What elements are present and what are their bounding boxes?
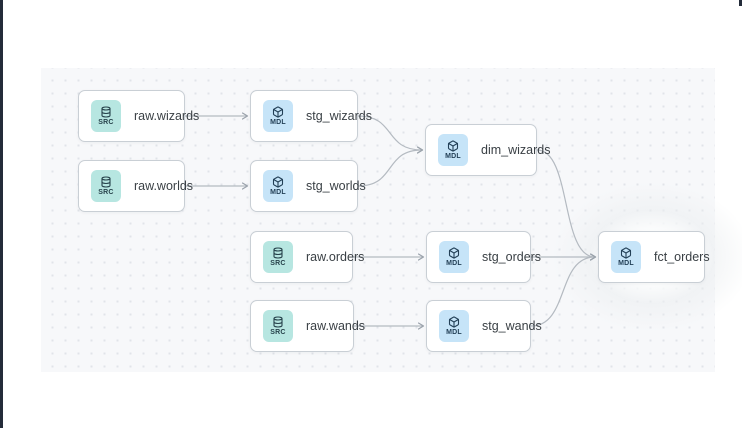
graph-node-dim-wizards[interactable]: MDL dim_wizards [425, 124, 550, 176]
cube-icon [272, 105, 284, 118]
cube-icon [620, 246, 632, 259]
node-type-badge: SRC [91, 100, 121, 132]
edge-stg-wands-to-fct-orders [530, 257, 595, 327]
node-type-badge: MDL [263, 100, 293, 132]
node-type-label: MDL [445, 152, 461, 160]
node-name-label: stg_wizards [306, 109, 372, 123]
node-type-label: SRC [98, 118, 114, 126]
edge-dim-wizards-to-fct-orders [536, 149, 595, 257]
graph-node-raw-worlds[interactable]: SRC raw.worlds [78, 160, 193, 212]
edge-stg-worlds-to-dim-wizards [357, 150, 422, 187]
node-type-badge: MDL [611, 241, 641, 273]
node-type-badge: MDL [439, 310, 469, 342]
node-name-label: stg_orders [482, 250, 542, 264]
window-left-edge [0, 0, 3, 428]
node-type-badge: SRC [263, 310, 293, 342]
graph-node-raw-wands[interactable]: SRC raw.wands [250, 300, 365, 352]
node-type-label: SRC [270, 328, 286, 336]
node-type-badge: MDL [438, 134, 468, 166]
node-name-label: raw.wizards [134, 109, 200, 123]
database-icon [100, 175, 112, 188]
node-type-label: SRC [270, 259, 286, 267]
node-name-label: fct_orders [654, 250, 710, 264]
graph-node-stg-orders[interactable]: MDL stg_orders [426, 231, 541, 283]
node-name-label: raw.orders [306, 250, 365, 264]
node-name-label: stg_worlds [306, 179, 366, 193]
node-name-label: raw.wands [306, 319, 366, 333]
node-type-badge: MDL [263, 170, 293, 202]
graph-node-stg-wizards[interactable]: MDL stg_wizards [250, 90, 372, 142]
window-corner-speck [739, 0, 742, 6]
graph-node-raw-wizards[interactable]: SRC raw.wizards [78, 90, 199, 142]
cube-icon [448, 246, 460, 259]
node-type-label: MDL [270, 118, 286, 126]
node-type-badge: SRC [263, 241, 293, 273]
database-icon [272, 246, 284, 259]
node-type-label: MDL [446, 259, 462, 267]
node-type-badge: SRC [91, 170, 121, 202]
database-icon [100, 105, 112, 118]
node-type-label: MDL [446, 328, 462, 336]
node-name-label: dim_wizards [481, 143, 551, 157]
node-name-label: stg_wands [482, 319, 542, 333]
cube-icon [448, 315, 460, 328]
node-type-label: MDL [270, 188, 286, 196]
graph-node-stg-wands[interactable]: MDL stg_wands [426, 300, 542, 352]
node-type-badge: MDL [439, 241, 469, 273]
lineage-canvas[interactable]: SRC raw.wizards MDL stg_wizards SRC raw.… [41, 68, 742, 372]
graph-node-fct-orders[interactable]: MDL fct_orders [598, 231, 710, 283]
node-type-label: SRC [98, 188, 114, 196]
edge-stg-wizards-to-dim-wizards [357, 115, 422, 150]
node-type-label: MDL [618, 259, 634, 267]
node-name-label: raw.worlds [134, 179, 194, 193]
cube-icon [447, 139, 459, 152]
graph-node-raw-orders[interactable]: SRC raw.orders [250, 231, 364, 283]
graph-node-stg-worlds[interactable]: MDL stg_worlds [250, 160, 366, 212]
database-icon [272, 315, 284, 328]
cube-icon [272, 175, 284, 188]
